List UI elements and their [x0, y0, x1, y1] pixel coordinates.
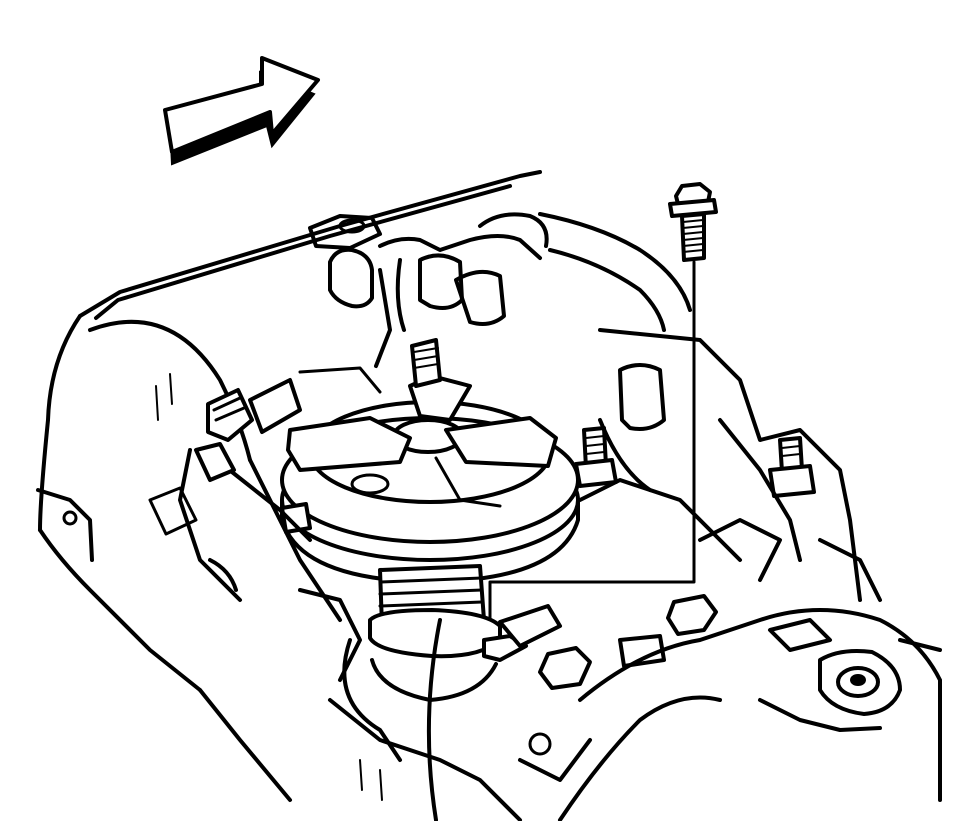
direction-arrow-icon — [163, 56, 320, 166]
bolt-mounting-hole — [482, 604, 562, 662]
right-housing — [578, 328, 882, 602]
bolt-icon — [668, 182, 718, 262]
pulley-assembly — [280, 338, 580, 584]
bolt-leader-line — [488, 260, 696, 642]
crankshaft-hub — [342, 564, 502, 762]
lower-block — [298, 588, 592, 821]
sensor-connector — [178, 378, 312, 602]
upper-hoses — [308, 212, 692, 368]
studs-and-nuts — [538, 363, 816, 690]
front-cover — [558, 608, 942, 821]
